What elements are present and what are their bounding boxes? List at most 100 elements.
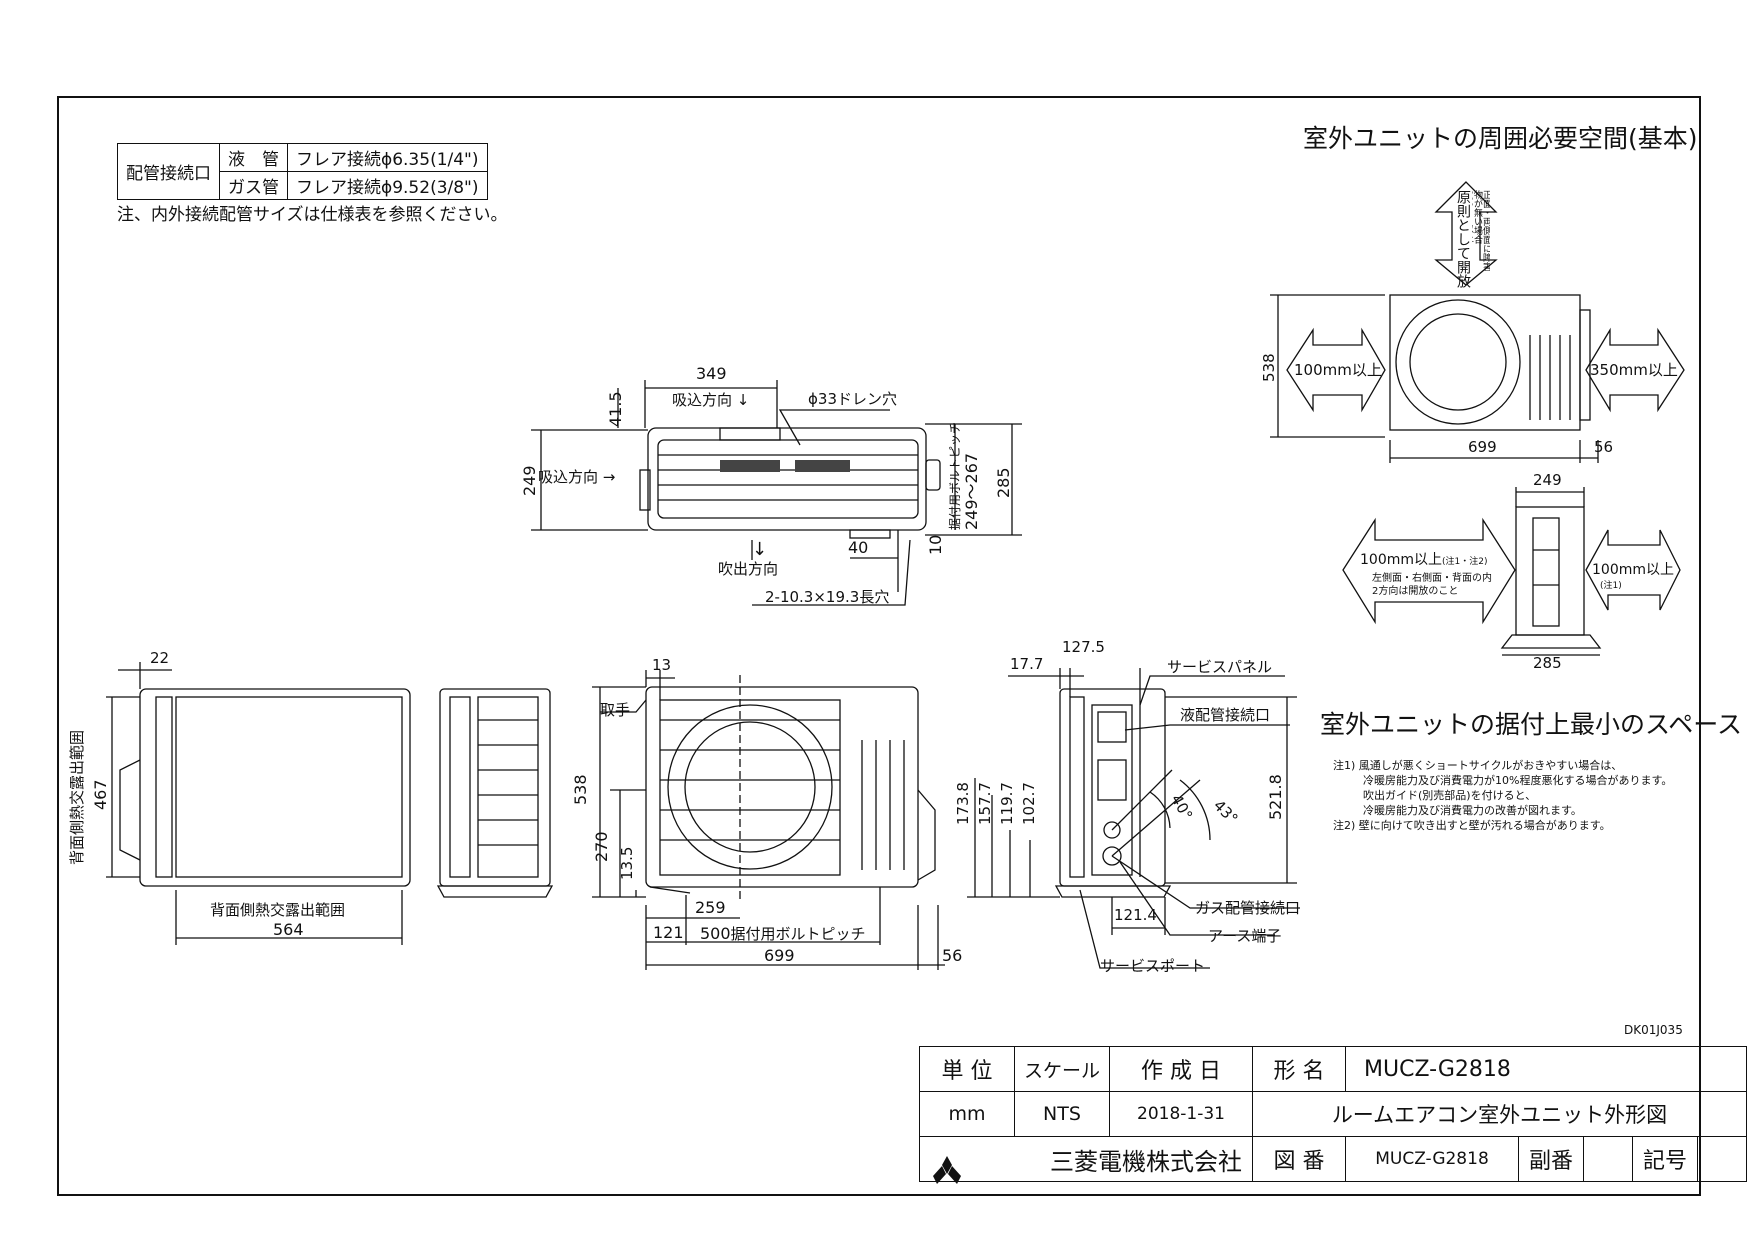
note-line: 注2) 壁に向けて吹き出すと壁が汚れる場合があります。 (1333, 819, 1611, 832)
pipe-header-cell: 配管接続口 (117, 143, 220, 200)
top-view-unit (639, 427, 941, 539)
service-port-label: サービスポート (1100, 957, 1206, 975)
right-view-unit (1054, 688, 1172, 898)
label-drawing-no: 図 番 (1252, 1136, 1346, 1182)
dim-41-5: 41.5 (606, 391, 625, 427)
sub-no-value (1583, 1136, 1633, 1182)
dim-40: 40 (848, 538, 869, 557)
front-view-dims (592, 670, 945, 970)
space-top-main: 原則として開放 (1455, 190, 1471, 288)
table-row: 配管接続口 液 管 フレア接続ϕ6.35(1/4") (117, 143, 488, 200)
mark-value (1697, 1136, 1747, 1182)
pipe-note: 注、内外接続配管サイズは仕様表を参照ください。 (117, 205, 508, 225)
label-scale: スケール (1014, 1046, 1110, 1092)
suction-left-label: 吸込方向 (538, 468, 599, 486)
table-row: 三菱電機株式会社 図 番 MUCZ-G2818 副番 記号 (919, 1136, 1747, 1182)
table-row: mm NTS 2018-1-31 ルームエアコン室外ユニット外形図 (919, 1091, 1747, 1137)
space-left-label: 100mm以上 (1294, 361, 1382, 379)
rear-bottom-exposure-label: 背面側熱交露出範囲 (210, 901, 346, 919)
service-panel-label: サービスパネル (1167, 658, 1273, 676)
dim-249-top: 249 (520, 465, 539, 496)
min-space-title: 室外ユニットの据付上最小のスペース (1320, 710, 1743, 739)
suction-direction-left: 吸込方向 → (538, 468, 616, 486)
space-side-left-label: 100mm以上(注1・注2) (1360, 553, 1487, 567)
gas-port-label: ガス配管接続口 (1195, 899, 1301, 917)
pipe-connection-table: 配管接続口 液 管 フレア接続ϕ6.35(1/4") ガス管 フレア接続ϕ9.5… (117, 143, 488, 200)
side-left-note: (注1・注2) (1442, 557, 1488, 567)
dim-157-7: 157.7 (976, 782, 994, 825)
side-view-unit (436, 688, 554, 898)
space-right-label: 350mm以上 (1590, 361, 1678, 379)
drawing-frame (57, 96, 1701, 1196)
side-left-main: 100mm以上 (1360, 552, 1442, 568)
company-name: 三菱電機株式会社 (919, 1136, 1253, 1182)
dim-56-front: 56 (942, 946, 963, 965)
liquid-port-label: 液配管接続口 (1180, 706, 1271, 724)
dim-13: 13 (652, 656, 672, 674)
label-mark: 記号 (1632, 1136, 1698, 1182)
dim-521-8: 521.8 (1266, 774, 1285, 820)
pipe-kind-cell: 液 管 (219, 143, 288, 172)
drawing-title: ルームエアコン室外ユニット外形図 (1252, 1091, 1747, 1137)
dim-500: 500 (700, 924, 731, 943)
space-basic-dims (1270, 294, 1599, 463)
dim-564: 564 (273, 920, 304, 939)
dim-56-basic: 56 (1594, 438, 1614, 456)
space-side-left-sub1: 左側面・右側面・背面の内 (1372, 573, 1492, 584)
space-side-left-sub2: 2方向は開放のこと (1372, 586, 1459, 597)
suction-direction-top: 吸込方向 ↓ (672, 391, 750, 409)
space-basic-title: 室外ユニットの周囲必要空間(基本) (1303, 124, 1698, 153)
dim-285-top: 285 (994, 467, 1013, 498)
label-sub-no: 副番 (1518, 1136, 1584, 1182)
note-line: 吹出ガイド(別売部品)を付けると、 (1363, 789, 1537, 802)
document-code: DK01J035 (1624, 1023, 1683, 1037)
space-basic-unit (1389, 294, 1591, 431)
bolt-pitch-front-label: 据付用ボルトピッチ (730, 925, 866, 943)
bolt-pitch-label: 据付用ボルトピッチ (948, 421, 962, 530)
dim-349: 349 (696, 364, 727, 383)
drain-hole-label: ϕ33ドレン穴 (808, 390, 897, 408)
scale-value: NTS (1014, 1091, 1110, 1137)
dim-249-side: 249 (1533, 471, 1562, 489)
bolt-pitch-front: 500据付用ボルトピッチ (700, 926, 866, 942)
space-side-arrows (1342, 517, 1681, 625)
table-row: ガス管 フレア接続ϕ9.52(3/8") (118, 171, 488, 200)
blow-arrow: ↓ (752, 539, 768, 560)
label-date: 作 成 日 (1109, 1046, 1253, 1092)
dim-270: 270 (592, 831, 611, 862)
label-model: 形 名 (1252, 1046, 1346, 1092)
pipe-kind-cell: ガス管 (219, 171, 288, 200)
dim-259: 259 (695, 898, 726, 917)
table-row: 単 位 スケール 作 成 日 形 名 MUCZ-G2818 (919, 1046, 1747, 1092)
dim-127-5: 127.5 (1062, 638, 1105, 656)
right-view-dims (967, 668, 1300, 969)
dim-119-7: 119.7 (998, 782, 1016, 825)
title-block: 単 位 スケール 作 成 日 形 名 MUCZ-G2818 mm NTS 201… (919, 1046, 1747, 1182)
model-value: MUCZ-G2818 (1345, 1046, 1747, 1092)
space-side-right-note: (注1) (1600, 581, 1622, 591)
min-space-notes: 注1) 風通しが悪くショートサイクルがおきやすい場合は、 冷暖房能力及び消費電力… (1333, 758, 1672, 833)
label-unit: 単 位 (919, 1046, 1015, 1092)
unit-value: mm (919, 1091, 1015, 1137)
drawing-no-value: MUCZ-G2818 (1345, 1136, 1519, 1182)
space-side-right-label: 100mm以上 (1592, 562, 1674, 578)
dim-538-front: 538 (571, 774, 590, 805)
note-line: 冷暖房能力及び消費電力が10%程度悪化する場合があります。 (1363, 774, 1673, 787)
note-line: 冷暖房能力及び消費電力の改善が図れます。 (1363, 804, 1582, 817)
earth-terminal-label: アース端子 (1208, 927, 1282, 945)
blow-direction: 吹出方向 (718, 560, 779, 578)
dim-121-4: 121.4 (1114, 906, 1157, 924)
handle-label: 取手 (600, 701, 631, 719)
pipe-spec-cell: フレア接続ϕ6.35(1/4") (287, 143, 488, 172)
dim-102-7: 102.7 (1020, 782, 1038, 825)
dim-467: 467 (91, 779, 110, 810)
suction-label: 吸込方向 (672, 391, 733, 409)
front-view-unit (645, 675, 936, 900)
space-basic-arrows (1286, 181, 1685, 413)
rear-view-dims (106, 662, 403, 945)
dim-538-basic: 538 (1260, 353, 1278, 382)
space-side-dims (1502, 487, 1600, 656)
dim-173-8: 173.8 (954, 782, 972, 825)
